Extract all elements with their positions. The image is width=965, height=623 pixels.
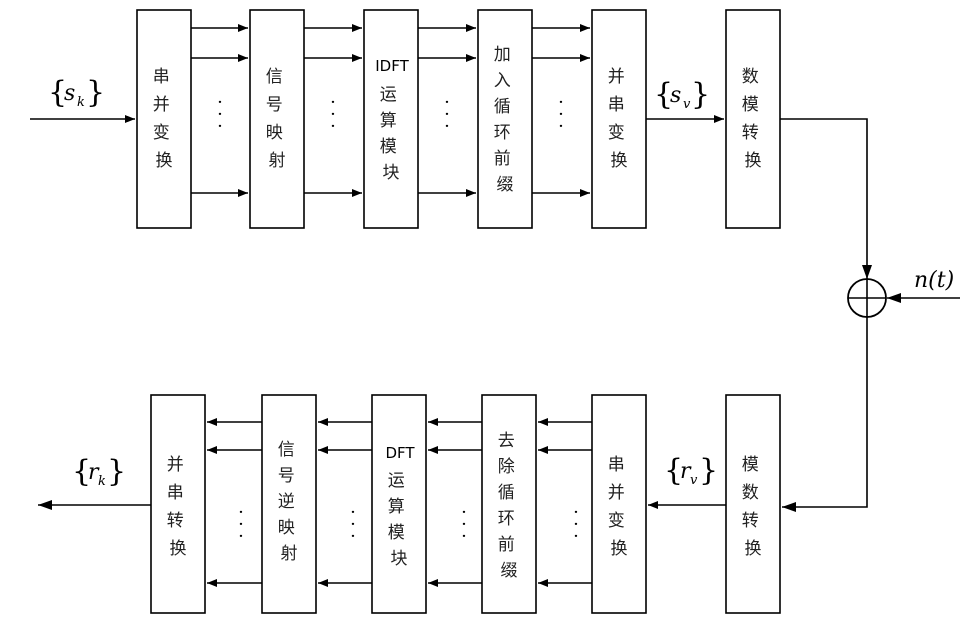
input-signal-s-k: { s k } bbox=[48, 75, 105, 110]
dft-module-label: 运 算 模 块 bbox=[388, 471, 410, 569]
bottom-serial-parallel-label: 串 并 变 换 bbox=[608, 455, 630, 559]
svg-text:k: k bbox=[77, 95, 85, 110]
dft-label: DFT bbox=[385, 444, 415, 462]
bottom-serial-parallel-block: 串 并 变 换 bbox=[591, 394, 647, 614]
output-signal-r-k: { r k } bbox=[72, 454, 126, 489]
idft-module-label: 运 算 模 块 bbox=[380, 85, 402, 183]
svg-text:}: } bbox=[107, 454, 126, 489]
svg-text:r: r bbox=[88, 460, 100, 485]
svg-text:r: r bbox=[680, 459, 692, 484]
svg-text:···: ··· bbox=[350, 502, 356, 547]
svg-text:···: ··· bbox=[444, 92, 450, 137]
top-parallel-serial-block: 并 串 变 换 bbox=[591, 9, 647, 229]
bottom-ellipsis: ··· bbox=[238, 502, 244, 547]
top-serial-parallel-block: 串 并 变 换 bbox=[136, 9, 192, 229]
svg-text:···: ··· bbox=[330, 92, 336, 137]
bottom-parallel-serial-label: 并 串 转 换 bbox=[167, 455, 189, 559]
idft-label: IDFT bbox=[375, 57, 409, 75]
adc-label: 模 数 转 换 bbox=[742, 455, 764, 559]
svg-text:···: ··· bbox=[573, 502, 579, 547]
top-parallel-serial-label: 并 串 变 换 bbox=[608, 67, 630, 171]
svg-text:}: } bbox=[86, 75, 105, 110]
top-serial-parallel-label: 串 并 变 换 bbox=[153, 67, 175, 171]
svg-text:v: v bbox=[690, 473, 698, 488]
signal-demapping-block: 信 号 逆 映 射 bbox=[261, 394, 317, 614]
adc-block: 模 数 转 换 bbox=[725, 394, 781, 614]
idft-block: IDFT 运 算 模 块 bbox=[363, 9, 419, 229]
dft-block: DFT 运 算 模 块 bbox=[371, 394, 427, 614]
bottom-parallel-serial-block: 并 串 转 换 bbox=[150, 394, 206, 614]
svg-text:···: ··· bbox=[461, 502, 467, 547]
svg-text:s: s bbox=[670, 83, 681, 108]
signal-r-v: { r v } bbox=[664, 453, 718, 488]
signal-mapping-label: 信 号 映 射 bbox=[266, 67, 288, 171]
svg-text:{: { bbox=[72, 454, 91, 489]
svg-text:v: v bbox=[683, 97, 691, 112]
svg-text:k: k bbox=[98, 474, 106, 489]
svg-text:···: ··· bbox=[558, 92, 564, 137]
signal-mapping-block: 信 号 映 射 bbox=[249, 9, 305, 229]
signal-s-v: { s v } bbox=[654, 77, 710, 112]
dac-block: 数 模 转 换 bbox=[725, 9, 781, 229]
svg-text:}: } bbox=[699, 453, 718, 488]
add-cyclic-prefix-label: 加 入 循 环 前 缀 bbox=[494, 45, 516, 195]
svg-text:s: s bbox=[64, 81, 75, 106]
signal-demapping-label: 信 号 逆 映 射 bbox=[278, 440, 300, 564]
dac-label: 数 模 转 换 bbox=[742, 67, 764, 171]
dac-to-adder-wire bbox=[780, 118, 872, 279]
remove-cyclic-prefix-block: 去 除 循 环 前 缀 bbox=[481, 394, 537, 614]
top-ellipsis: ··· bbox=[217, 92, 223, 137]
channel-path: n(t) bbox=[780, 118, 960, 512]
svg-text:{: { bbox=[48, 75, 67, 110]
remove-cyclic-prefix-label: 去 除 循 环 前 缀 bbox=[498, 431, 520, 581]
svg-text:}: } bbox=[691, 77, 710, 112]
adder-to-adc-wire bbox=[782, 317, 868, 512]
add-cyclic-prefix-block: 加 入 循 环 前 缀 bbox=[477, 9, 533, 229]
bottom-row-arrows: ··· ··· ··· ··· bbox=[38, 418, 726, 587]
top-row-arrows: ··· ··· ··· ··· bbox=[30, 24, 724, 197]
svg-text:{: { bbox=[664, 453, 683, 488]
noise-label: n(t) bbox=[914, 268, 954, 293]
svg-text:{: { bbox=[654, 77, 673, 112]
